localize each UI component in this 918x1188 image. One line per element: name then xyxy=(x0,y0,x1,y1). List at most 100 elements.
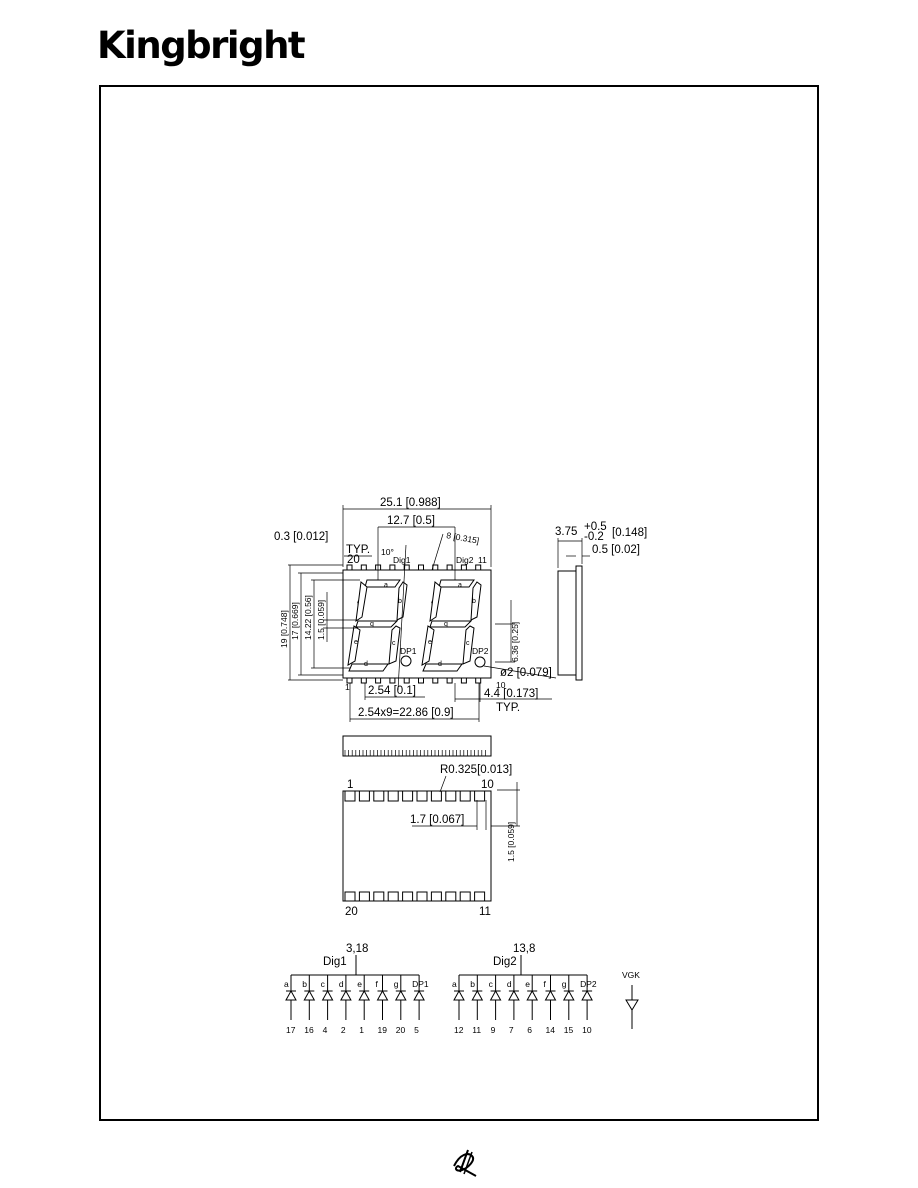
pad-top xyxy=(459,790,471,802)
digit-1 xyxy=(347,579,412,672)
bv-pin-10: 10 xyxy=(481,779,494,791)
circuit-pin-label: 7 xyxy=(509,1025,514,1035)
diode-icon xyxy=(358,989,371,1001)
circuit-seg-label: c xyxy=(489,979,494,989)
brand-logo: Kingbright xyxy=(97,24,306,67)
pad-top xyxy=(474,790,486,802)
circuit-seg-label: DP1 xyxy=(412,979,429,989)
svg-text:c: c xyxy=(466,640,470,647)
dig2-label: Dig2 xyxy=(456,555,474,565)
pad-top xyxy=(387,790,399,802)
circuit-seg-label: DP2 xyxy=(580,979,597,989)
height-body-dim: 17 [0.669] xyxy=(290,602,300,640)
pad-top xyxy=(416,790,428,802)
side-tol-minus: -0.2 xyxy=(584,531,604,543)
pad-top xyxy=(344,790,356,802)
side-depth: 3.75 xyxy=(555,526,577,538)
pad-bottom xyxy=(373,891,385,902)
diode-icon xyxy=(453,989,465,1001)
digit-2 xyxy=(421,579,486,672)
front-view: a b c d e f g a b c d e f g 25.1 [0.988]… xyxy=(274,497,557,722)
diode-icon xyxy=(526,989,539,1001)
diode-icon xyxy=(394,989,407,1001)
diode-icon xyxy=(581,989,593,1001)
circuit-pin-label: 9 xyxy=(491,1025,496,1035)
diode-icon xyxy=(321,989,334,1001)
circuit-seg-label: c xyxy=(321,979,326,989)
front-pin-top xyxy=(475,564,482,571)
circuit-pin-label: 5 xyxy=(414,1025,419,1035)
digit-height-dim: 14.22 [0.56] xyxy=(303,595,313,640)
circuit-pin-label: 12 xyxy=(454,1025,464,1035)
front-pin-top xyxy=(446,564,453,571)
pad-bottom xyxy=(474,891,486,902)
dp1-label: DP1 xyxy=(400,646,417,656)
width-dim: 25.1 [0.988] xyxy=(380,497,441,509)
pin-20-label: 20 xyxy=(347,554,360,566)
diode-icon xyxy=(376,989,389,1001)
front-pin-bottom xyxy=(389,677,396,684)
dig2-pins-label: 11 xyxy=(478,555,487,565)
svg-text:c: c xyxy=(392,640,396,647)
pin-strip xyxy=(342,735,492,757)
pad-top xyxy=(445,790,457,802)
drawing-frame xyxy=(99,85,819,1121)
pad-bottom xyxy=(402,891,414,902)
circuit-seg-label: d xyxy=(339,979,344,989)
angle-label: 10° xyxy=(381,547,394,557)
circuit-seg-label: d xyxy=(507,979,512,989)
front-pin-top xyxy=(403,564,410,571)
circuit-seg-label: a xyxy=(284,979,289,989)
pad-top xyxy=(358,790,370,802)
front-pin-top xyxy=(460,564,467,571)
front-pin-top xyxy=(360,564,367,571)
circuit-pin-label: 2 xyxy=(341,1025,346,1035)
bottom-view: R0.325[0.013] 1 10 1.5 [0.059] 1.7 [0.06… xyxy=(342,764,520,918)
front-pin-bottom xyxy=(360,677,367,684)
circuit-seg-label: g xyxy=(394,979,399,989)
circuit-pin-label: 16 xyxy=(304,1025,314,1035)
front-pin-top xyxy=(389,564,396,571)
pin-width-dim: 0.3 [0.012] xyxy=(274,531,328,543)
circuit-pin-label: 19 xyxy=(378,1025,388,1035)
front-pin-bottom xyxy=(460,677,467,684)
diode-icon xyxy=(303,989,316,1001)
circuit-pin-label: 10 xyxy=(582,1025,592,1035)
typ-label: TYP. xyxy=(346,544,370,556)
pad-bottom xyxy=(387,891,399,902)
svg-text:e: e xyxy=(428,639,432,646)
diode-icon xyxy=(489,989,502,1001)
circuit-pin-label: 6 xyxy=(527,1025,532,1035)
circuit-seg-label: g xyxy=(562,979,567,989)
bv-pin-11: 11 xyxy=(479,906,491,918)
front-pin-bottom xyxy=(346,677,353,684)
diode-icon xyxy=(471,989,484,1001)
dig2-common: 13,8 xyxy=(513,943,535,955)
svg-text:b: b xyxy=(398,598,402,605)
dig1-circuit-label: Dig1 xyxy=(323,956,347,968)
side-pin-len: 0.5 [0.02] xyxy=(592,544,640,556)
front-pin-bottom xyxy=(403,677,410,684)
pad-top xyxy=(373,790,385,802)
front-pin-top xyxy=(418,564,424,571)
svg-text:g: g xyxy=(444,621,448,628)
svg-text:f: f xyxy=(357,601,359,608)
bv-pin-20: 20 xyxy=(345,906,358,918)
svg-text:a: a xyxy=(384,582,388,589)
pen-signature-icon xyxy=(453,1149,477,1177)
svg-text:e: e xyxy=(354,639,358,646)
front-pin-bottom xyxy=(375,677,382,684)
dp-offset-dim: 4.4 [0.173] xyxy=(484,688,538,700)
diode-icon xyxy=(508,989,520,1001)
dp2-label: DP2 xyxy=(472,646,489,656)
dp2-dot xyxy=(474,656,486,668)
circuit-pin-label: 15 xyxy=(564,1025,574,1035)
diode-icon xyxy=(562,989,575,1001)
circuit-pin-label: 14 xyxy=(546,1025,556,1035)
diode-icon xyxy=(544,989,557,1001)
pad-top xyxy=(430,790,442,802)
diode-icon xyxy=(285,989,297,1001)
pad-bottom xyxy=(430,891,442,902)
front-pin-bottom xyxy=(418,677,424,684)
